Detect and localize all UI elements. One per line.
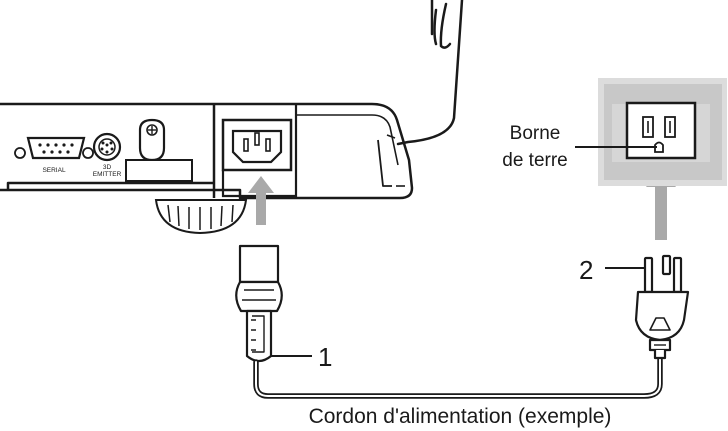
power-cable xyxy=(253,352,663,399)
borne-label-line1: Borne xyxy=(510,123,561,144)
insert-arrow-1 xyxy=(248,176,274,225)
emitter-label-line1: 3D xyxy=(103,164,112,171)
emitter-label-line2: EMITTER xyxy=(93,171,122,178)
connector-panel xyxy=(14,118,193,182)
callout-2-number: 2 xyxy=(579,255,593,285)
projector-body xyxy=(0,102,414,200)
focus-ring xyxy=(154,199,248,235)
caption: Cordon d'alimentation (exemple) xyxy=(309,405,612,428)
projector-arm xyxy=(396,0,464,146)
borne-label-line2: de terre xyxy=(502,150,567,171)
serial-port xyxy=(14,136,94,160)
ground-screw-icon xyxy=(138,118,166,162)
iec-plug xyxy=(235,244,283,363)
emitter-port xyxy=(92,132,122,162)
wall-plug xyxy=(634,254,690,360)
callout-1-number: 1 xyxy=(318,342,332,372)
serial-label: SERIAL xyxy=(42,167,66,174)
